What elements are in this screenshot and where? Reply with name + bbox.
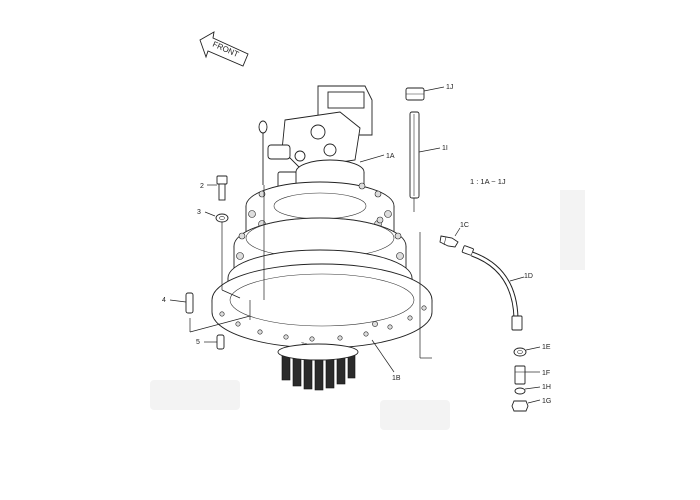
callout-2: 2	[200, 183, 204, 190]
part-1d-hose	[461, 245, 525, 331]
part-1f-adapter	[514, 365, 540, 385]
leader-1b	[371, 339, 395, 373]
callout-1e: 1E	[542, 344, 551, 351]
part-3-washer	[204, 211, 241, 299]
callout-4: 4	[162, 297, 166, 304]
callout-1a: 1A	[386, 153, 395, 160]
mounting-flange	[211, 263, 433, 349]
part-1h-oring	[514, 386, 541, 395]
front-arrow: FRONT	[199, 31, 249, 67]
part-2-bolt	[207, 175, 228, 201]
assembly-note: 1 : 1A ~ 1J	[470, 177, 506, 186]
callout-1f: 1F	[542, 370, 550, 377]
assembly-lines	[249, 185, 432, 359]
callout-1j: 1J	[446, 84, 453, 91]
callout-5: 5	[196, 339, 200, 346]
part-4-pin	[169, 292, 251, 333]
pinion-gear	[277, 343, 359, 391]
callout-1h: 1H	[542, 384, 551, 391]
part-5-pin	[204, 334, 225, 350]
callout-1i: 1I	[442, 145, 448, 152]
callout-1c: 1C	[460, 222, 469, 229]
callout-3: 3	[197, 209, 201, 216]
part-1i-rod	[409, 111, 441, 199]
part-1g-nut	[511, 399, 541, 412]
part-1j-cap	[405, 86, 445, 101]
part-1e-washer	[513, 346, 541, 357]
part-1c-fitting	[439, 227, 461, 248]
callout-1g: 1G	[542, 398, 551, 405]
callout-1d: 1D	[524, 273, 533, 280]
watermark	[150, 190, 585, 430]
callout-1b: 1B	[392, 375, 401, 382]
